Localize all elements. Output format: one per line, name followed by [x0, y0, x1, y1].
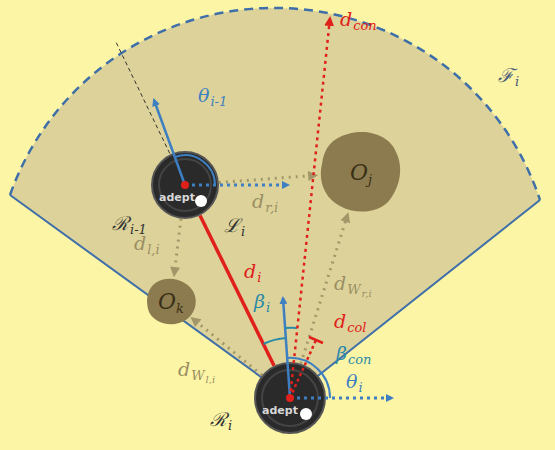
range-tick: [309, 337, 323, 343]
distance-arrow: [170, 219, 181, 277]
obstacle-shape: Ok: [145, 277, 197, 325]
subscript-label: W: [347, 283, 360, 296]
node-label: adept: [262, 404, 298, 417]
symbol-label: ℛ: [112, 214, 129, 233]
subscript-label: i-1: [210, 95, 227, 108]
obstacle-shape: Oj: [318, 130, 404, 214]
symbol-label: d: [334, 274, 346, 293]
subscript-label: r,i: [362, 289, 372, 299]
symbol-label: β: [336, 344, 347, 363]
arrow-head: [341, 212, 351, 223]
symbol-label: ℱ: [498, 66, 514, 85]
symbol-label: ℒ: [224, 216, 240, 235]
obstacle-symbol: O: [350, 160, 368, 185]
center-dot: [181, 181, 189, 189]
symbol-label: ℛ: [210, 410, 227, 429]
x-axis-arrow: [185, 184, 288, 187]
angle-arc: [285, 327, 297, 329]
symbol-label: d: [340, 10, 352, 29]
connector-line: [175, 219, 181, 269]
subscript-label: i: [266, 301, 270, 314]
logo-text: adept: [262, 404, 298, 417]
subscript-label: r,i: [265, 201, 278, 214]
arrow-head: [170, 267, 180, 278]
symbol-label: θ: [198, 86, 209, 105]
obstacle-subscript: j: [368, 172, 372, 187]
connector-line: [219, 176, 310, 183]
subscript-label: i: [515, 75, 519, 88]
range-arrow: [290, 18, 330, 398]
obstacle-symbol: O: [158, 289, 176, 314]
subscript-label: con: [353, 19, 376, 32]
connector-line: [200, 215, 274, 365]
symbol-label: d: [334, 312, 346, 331]
obstacle-subscript: k: [176, 301, 184, 316]
symbol-label: d: [178, 360, 190, 379]
subscript-label: l,i: [206, 375, 216, 385]
symbol-label: θ: [346, 372, 357, 391]
sector-arc: [10, 8, 540, 200]
subscript-label: i: [358, 381, 362, 394]
sector-fill: [10, 8, 540, 398]
symbol-label: d: [252, 192, 264, 211]
node-label: Ok: [145, 277, 197, 325]
distance-arrow: [219, 171, 318, 183]
node-label: Oj: [318, 130, 404, 214]
logo-text: adept: [159, 191, 195, 204]
distance-arrow: [301, 212, 350, 364]
subscript-label: l,i: [147, 243, 159, 256]
center-dot: [286, 394, 294, 402]
arrow-head: [190, 317, 201, 327]
symbol-label: d: [244, 262, 256, 281]
subscript-label: con: [348, 353, 371, 366]
angle-arc: [264, 338, 287, 344]
node-label: adept: [159, 191, 195, 204]
distance-arrow: [190, 317, 262, 375]
connector-line: [197, 322, 262, 375]
subscript-label: W: [191, 369, 204, 382]
heading-extension: [115, 40, 185, 185]
subscript-label: i: [228, 419, 232, 432]
subscript-label: i: [257, 271, 261, 284]
symbol-label: d: [134, 234, 146, 253]
subscript-label: col: [347, 321, 366, 334]
subscript-label: i: [241, 225, 245, 238]
symbol-label: β: [254, 292, 265, 311]
x-axis-arrow: [290, 397, 392, 400]
link-line: [200, 215, 274, 365]
connector-line: [301, 220, 346, 364]
